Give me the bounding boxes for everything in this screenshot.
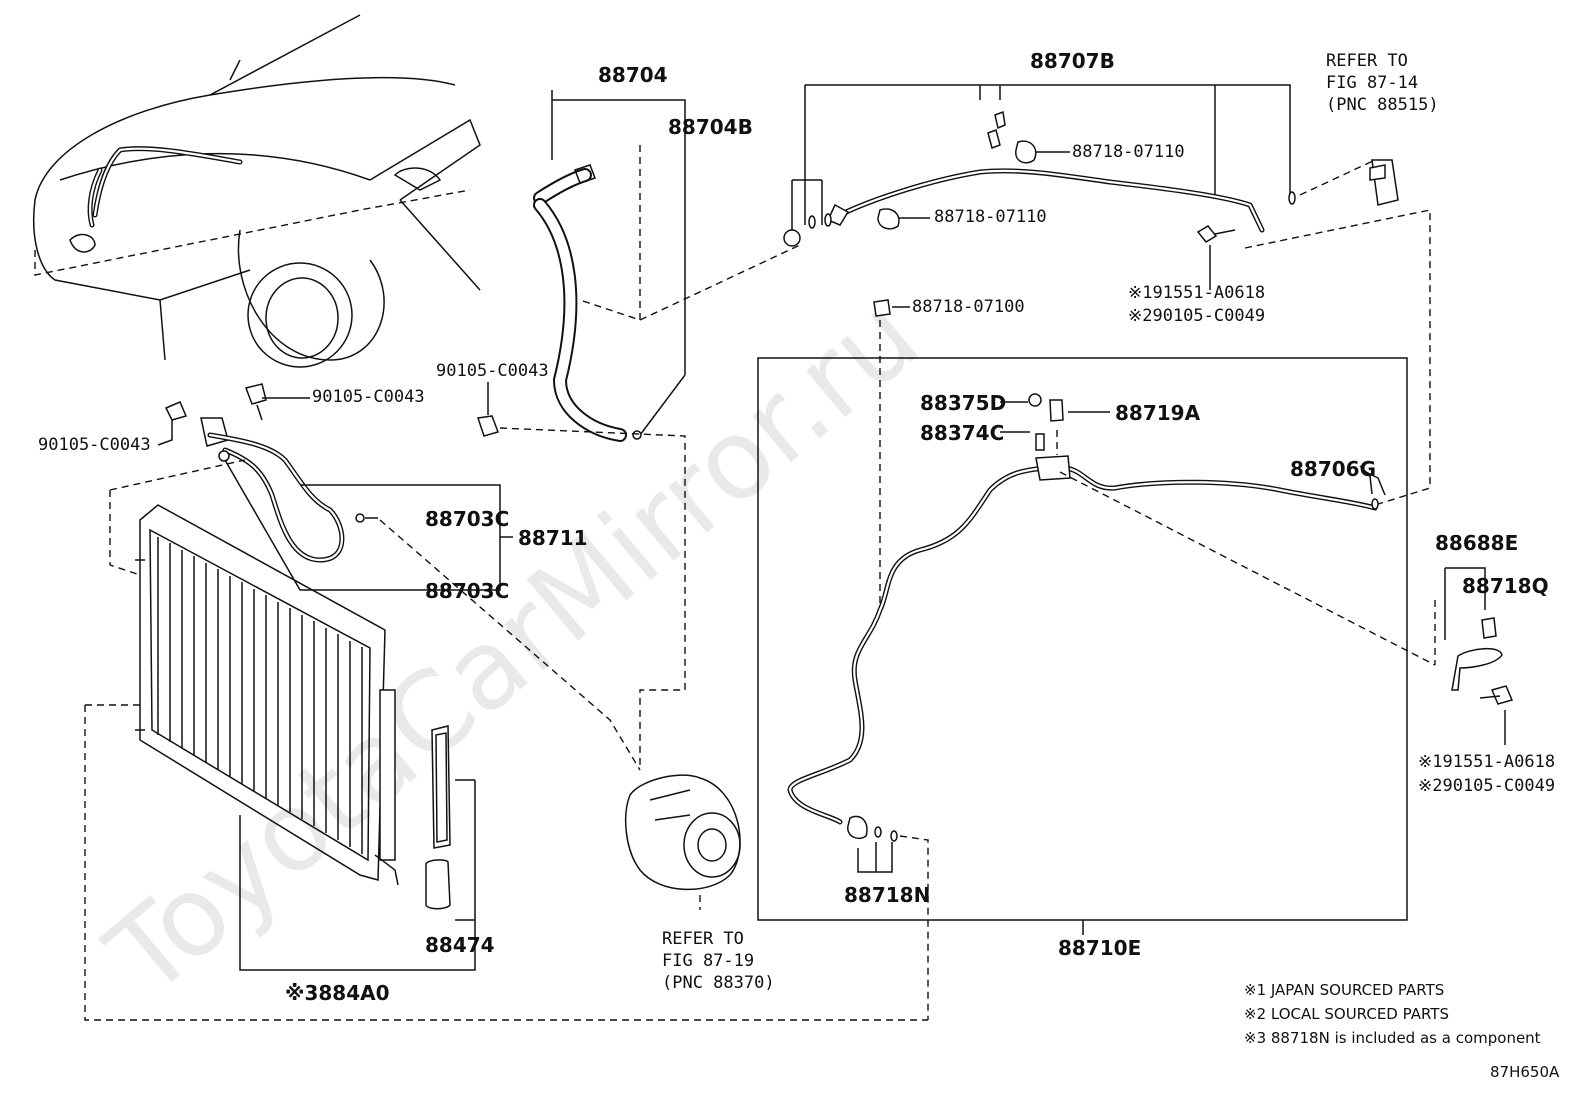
label-88711: 88711 bbox=[518, 526, 588, 550]
label-90105-c0043-top: 90105-C0043 bbox=[312, 387, 425, 407]
refer-fig-87-19-line3: (PNC 88370) bbox=[662, 973, 775, 993]
note-component: ※3 88718N is included as a component bbox=[1244, 1029, 1541, 1047]
clip-88718-07100 bbox=[873, 299, 910, 610]
label-90105-c0043-mid: 90105-C0043 bbox=[436, 361, 549, 381]
note-japan-sourced: ※1 JAPAN SOURCED PARTS bbox=[1244, 981, 1444, 999]
label-88718N: 88718N bbox=[844, 883, 930, 907]
label-88703C-a: 88703C bbox=[425, 507, 509, 531]
label-290105-c0049-b: ※290105-C0049 bbox=[1418, 776, 1555, 796]
figure-id: 87H650A bbox=[1490, 1063, 1560, 1081]
label-88710E: 88710E bbox=[1058, 936, 1141, 960]
note-local-sourced: ※2 LOCAL SOURCED PARTS bbox=[1244, 1005, 1449, 1023]
leader-88706G bbox=[1361, 469, 1386, 496]
label-91551-a0618-b: ※191551-A0618 bbox=[1418, 752, 1555, 772]
label-88718Q: 88718Q bbox=[1462, 574, 1549, 598]
refer-fig-87-14-line2: FIG 87-14 bbox=[1326, 73, 1418, 93]
condenser-fins bbox=[157, 537, 363, 854]
label-88718-07100: 88718-07100 bbox=[912, 297, 1025, 317]
refer-fig-87-14-line3: (PNC 88515) bbox=[1326, 95, 1439, 115]
label-88704B: 88704B bbox=[668, 115, 753, 139]
label-88718-07110-a: 88718-07110 bbox=[1072, 142, 1185, 162]
receiver-parts-88474 bbox=[425, 725, 451, 910]
label-88375D: 88375D bbox=[920, 391, 1006, 415]
label-88688E: 88688E bbox=[1435, 531, 1518, 555]
label-88474: 88474 bbox=[425, 933, 495, 957]
label-88718-07110-b: 88718-07110 bbox=[934, 207, 1047, 227]
refer-fig-87-19-line2: FIG 87-19 bbox=[662, 951, 754, 971]
label-290105-c0049-a: ※290105-C0049 bbox=[1128, 306, 1265, 326]
label-88719A: 88719A bbox=[1115, 401, 1201, 425]
label-88374C: 88374C bbox=[920, 421, 1004, 445]
bracket-88688E bbox=[1434, 567, 1514, 745]
bolt-90105-c0043-top bbox=[245, 383, 310, 421]
bolt-90105-c0043-mid bbox=[477, 382, 686, 770]
vehicle-location-sketch bbox=[32, 14, 481, 368]
label-88704: 88704 bbox=[598, 63, 668, 87]
label-88707B: 88707B bbox=[1030, 49, 1115, 73]
compressor-88370 bbox=[624, 774, 741, 910]
connector-88515 bbox=[1369, 159, 1399, 206]
discharge-pipe-88707B bbox=[639, 84, 1431, 506]
suction-hose-88704 bbox=[533, 90, 686, 442]
label-91551-a0618-a: ※191551-A0618 bbox=[1128, 283, 1265, 303]
refer-fig-87-14-line1: REFER TO bbox=[1326, 51, 1408, 71]
watermark-text: ToyotaCarMirror.ru bbox=[84, 271, 942, 1020]
label-90105-c0043-left: 90105-C0043 bbox=[38, 435, 151, 455]
liquid-pipe-88710E-group bbox=[757, 357, 1436, 1020]
bolt-90105-c0043-left bbox=[157, 401, 188, 446]
refer-fig-87-19-line1: REFER TO bbox=[662, 929, 744, 949]
label-88706G: 88706G bbox=[1290, 457, 1376, 481]
label-88703C-b: 88703C bbox=[425, 579, 509, 603]
label-884A0: ※3884A0 bbox=[285, 981, 390, 1005]
bolt-91551-a0618-top bbox=[1196, 225, 1236, 290]
condenser-884A0 bbox=[84, 417, 928, 1021]
